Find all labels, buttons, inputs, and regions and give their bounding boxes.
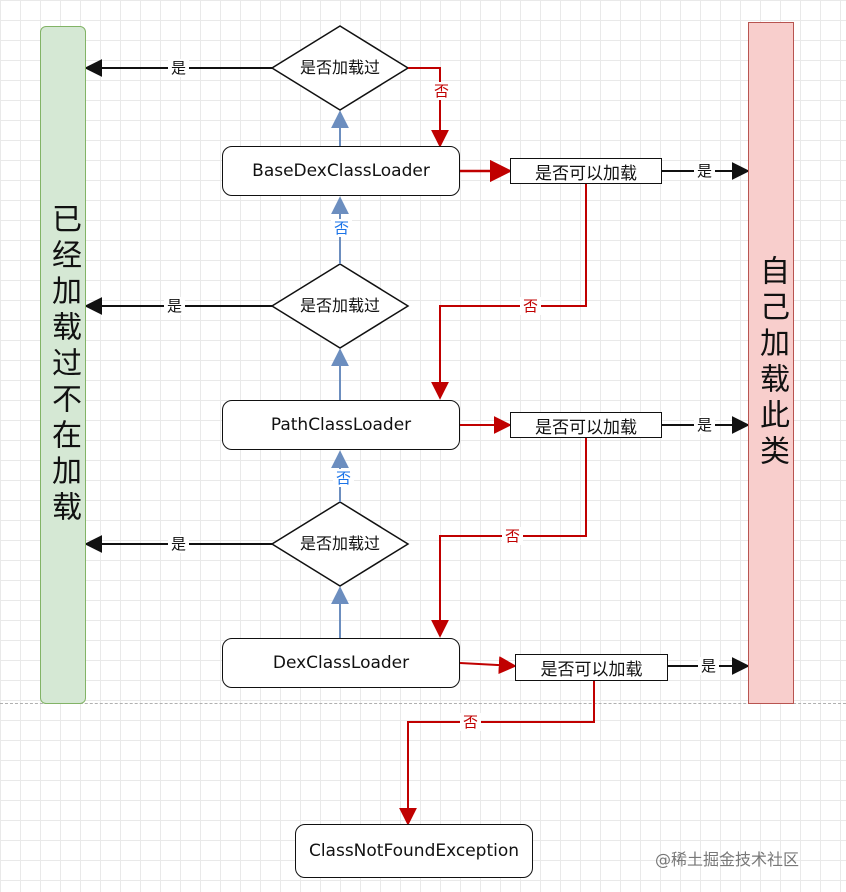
no-label-red-3: 否 [502,527,524,545]
can-load-text-1: 是否可以加载 [535,163,637,184]
base-dex-class-loader-label: BaseDexClassLoader [252,161,430,181]
yes-label-right-2: 是 [694,416,716,434]
decision-text-3: 是否加载过 [299,534,380,553]
already-loaded-text: 已经加载过不在加载 [46,203,81,527]
class-not-found-exception-label: ClassNotFoundException [308,841,520,861]
can-load-box-2: 是否可以加载 [510,412,662,438]
arrow-no-canload-3 [399,680,595,826]
can-load-box-1: 是否可以加载 [510,158,662,184]
arrow-no-top [408,67,449,148]
decision-text-1: 是否加载过 [299,58,380,77]
watermark: @稀土掘金技术社区 [655,850,800,869]
decision-diamond-1 [270,25,410,111]
yes-label-left-1: 是 [168,59,190,77]
decision-diamond-3 [270,501,410,587]
no-label-blue-1: 否 [331,219,353,237]
decision-text-2: 是否加载过 [299,296,380,315]
arrow-dex-to-canload [459,656,517,675]
separator-line [0,703,846,704]
already-loaded-bar: 已经加载过不在加载 [40,26,86,704]
path-class-loader-label: PathClassLoader [270,415,412,435]
no-label-red-1: 否 [431,82,453,100]
arrow-no-canload-1 [431,183,587,400]
dex-class-loader-label: DexClassLoader [272,653,410,673]
path-class-loader: PathClassLoader [222,400,460,450]
yes-label-right-3: 是 [698,657,720,675]
self-load-bar: 自己加载此类 [748,22,794,704]
base-dex-class-loader: BaseDexClassLoader [222,146,460,196]
can-load-text-2: 是否可以加载 [535,417,637,438]
yes-label-right-1: 是 [694,162,716,180]
can-load-text-3: 是否可以加载 [540,660,643,680]
can-load-box-3: 是否可以加载 [515,654,668,681]
no-label-red-4: 否 [460,713,482,731]
decision-diamond-2 [270,263,410,349]
class-not-found-exception: ClassNotFoundException [295,824,533,878]
no-label-blue-2: 否 [333,469,355,487]
yes-label-left-2: 是 [164,297,186,315]
self-load-text: 自己加载此类 [754,255,789,471]
yes-label-left-3: 是 [168,535,190,553]
dex-class-loader: DexClassLoader [222,638,460,688]
no-label-red-2: 否 [520,297,542,315]
